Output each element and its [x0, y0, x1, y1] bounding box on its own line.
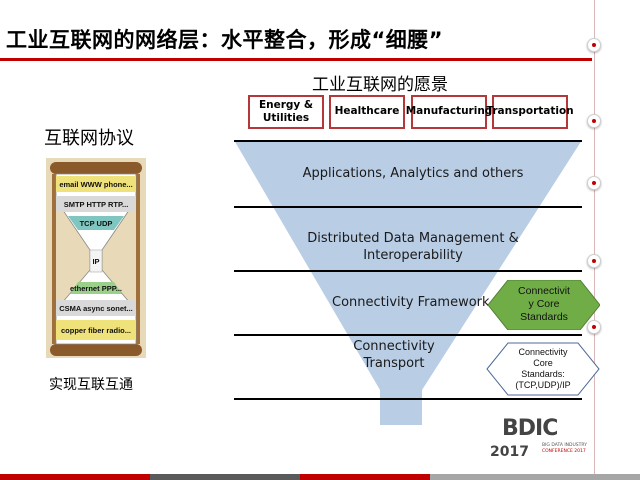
rail-dot	[587, 176, 601, 190]
layer-ddm-line2: Interoperability	[363, 248, 463, 263]
protocol-hourglass: email WWW phone... SMTP HTTP RTP... TCP …	[46, 158, 146, 358]
layer-divider	[234, 398, 582, 400]
hourglass-layer-ip: IP	[92, 257, 99, 266]
layer-divider	[234, 140, 582, 142]
vision-title: 工业互联网的愿景	[312, 75, 448, 95]
rail-dot	[587, 320, 601, 334]
core-standards-line3: Standards	[520, 311, 568, 323]
hourglass-layer-physical: copper fiber radio...	[61, 326, 131, 335]
core-standards-callout: Connectivit y Core Standards	[488, 280, 600, 330]
vision-box-manufacturing: Manufacturing	[406, 95, 492, 129]
bottom-bar-segment	[150, 474, 300, 480]
hourglass-layer-app: email WWW phone...	[59, 180, 132, 189]
logo-line1: BIG DATA INDUSTRY	[542, 443, 587, 448]
hourglass-layer-session: SMTP HTTP RTP...	[64, 200, 129, 209]
layer-divider	[234, 270, 582, 272]
logo-mark: BDIC	[502, 416, 558, 441]
protocol-caption: 实现互联互通	[49, 377, 133, 393]
page-title: 工业互联网的网络层：水平整合，形成“细腰”	[6, 28, 444, 52]
layer-transport-line1: Connectivity	[353, 339, 435, 354]
core-standards-line2: y Core	[529, 298, 560, 310]
transport-standards-line4: (TCP,UDP)/IP	[515, 380, 570, 390]
vision-box-healthcare: Healthcare	[329, 95, 405, 129]
vision-box-energy: Energy & Utilities	[248, 95, 324, 129]
hourglass-layer-mac: CSMA async sonet...	[59, 304, 133, 313]
rail-dot	[587, 114, 601, 128]
transport-standards-callout: Connectivity Core Standards: (TCP,UDP)/I…	[486, 342, 600, 396]
logo-year: 2017	[490, 444, 529, 460]
title-underline	[0, 58, 592, 61]
bottom-bar-segment	[300, 474, 430, 480]
rail-dot	[587, 38, 601, 52]
rail-dot	[587, 254, 601, 268]
transport-standards-line3: Standards:	[521, 369, 565, 379]
bottom-bar-segment	[430, 474, 640, 480]
hourglass-layer-link: ethernet PPP...	[70, 284, 122, 293]
layer-transport-line2: Transport	[363, 356, 425, 371]
funnel-shape	[234, 140, 582, 425]
bdic-logo: BDIC 2017 BIG DATA INDUSTRY CONFERENCE 2…	[490, 416, 587, 464]
layer-applications: Applications, Analytics and others	[302, 166, 524, 181]
layer-divider	[234, 334, 582, 336]
vision-box-transportation: Transportation	[486, 95, 574, 129]
hourglass-layer-transport: TCP UDP	[80, 219, 113, 228]
layer-ddm-line1: Distributed Data Management &	[307, 231, 519, 246]
protocol-title: 互联网协议	[44, 128, 134, 149]
bottom-bar-segment	[0, 474, 150, 480]
core-standards-line1: Connectivit	[518, 285, 570, 297]
transport-standards-line2: Core	[533, 358, 553, 368]
logo-line2: CONFERENCE 2017	[542, 449, 586, 454]
right-rail	[594, 0, 595, 480]
layer-divider	[234, 206, 582, 208]
layer-framework: Connectivity Framework	[332, 295, 490, 310]
transport-standards-line1: Connectivity	[518, 347, 568, 357]
